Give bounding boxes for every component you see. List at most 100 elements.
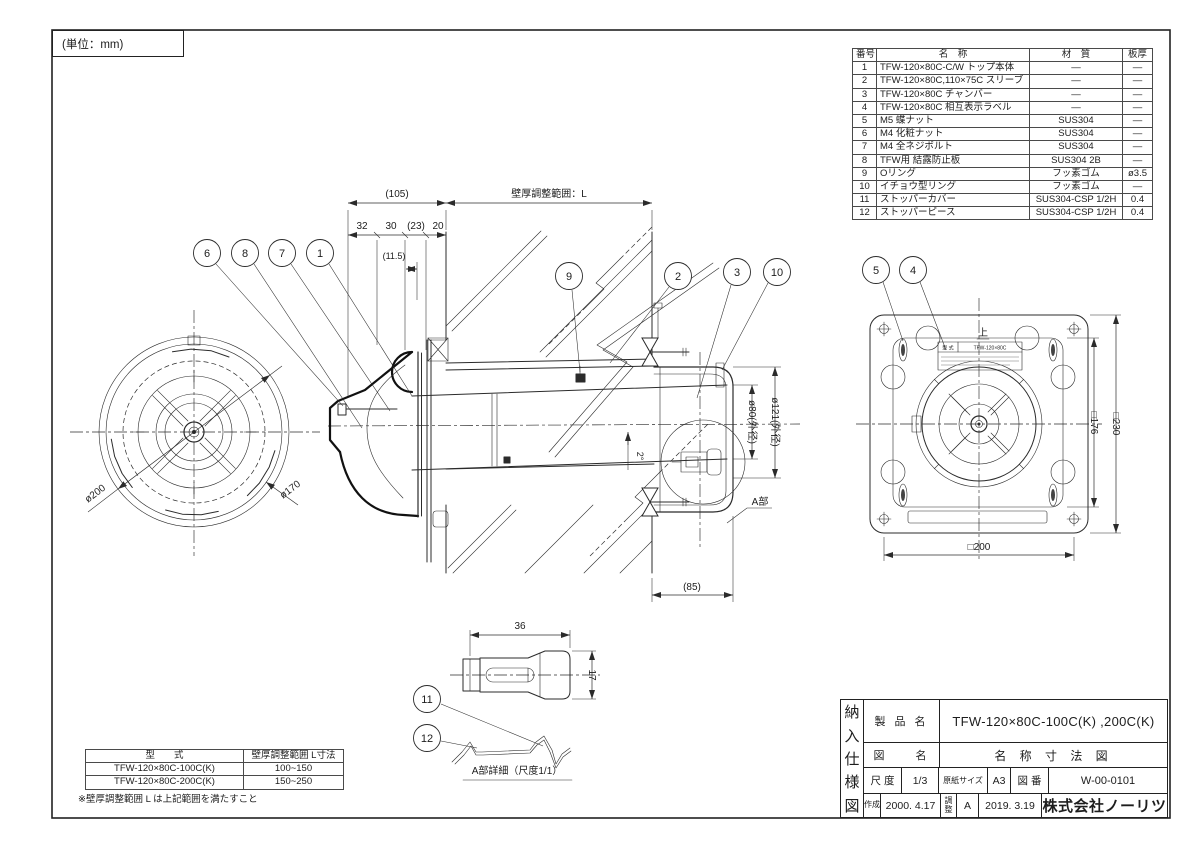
table-cell: 4 — [852, 100, 877, 115]
table-cell: SUS304 2B — [1029, 153, 1123, 168]
svg-text:8: 8 — [242, 248, 248, 260]
table-row: TFW-120×80C-200C(K)150~250 — [85, 775, 344, 790]
dim-20: 20 — [432, 221, 444, 232]
dates-row: 作成 2000. 4.17 調整 A 2019. 3.19 株式会社ノーリツ — [864, 794, 1167, 817]
break-lines — [548, 226, 720, 557]
table-cell: ― — [1029, 61, 1123, 76]
table-cell: 3 — [852, 87, 877, 102]
dim-dia170: ø170 — [278, 478, 303, 501]
svg-text:4: 4 — [910, 265, 916, 277]
table-cell: 12 — [852, 206, 877, 221]
fig-no-label: 図 番 — [1011, 768, 1049, 793]
dim-dia121: ø121(外径) — [769, 397, 782, 446]
dim-sq200: □200 — [968, 542, 991, 553]
table-cell: 0.4 — [1122, 206, 1153, 221]
table-row: TFW-120×80C-100C(K)100~150 — [85, 762, 344, 777]
flange-section — [427, 337, 449, 362]
col-thickness: 板厚 — [1122, 47, 1153, 63]
table-cell: 9 — [852, 166, 877, 181]
created-label: 作成 — [864, 794, 881, 817]
table-cell: ― — [1122, 74, 1153, 89]
svg-text:5: 5 — [873, 265, 879, 277]
product-label: 製 品 名 — [864, 700, 940, 742]
table-cell: ― — [1122, 61, 1153, 76]
doc-char: 仕 — [844, 750, 860, 768]
doc-type-vertical: 納 入 仕 様 図 — [841, 700, 864, 817]
adjusted-rev: A — [957, 794, 979, 817]
svg-text:10: 10 — [771, 267, 783, 279]
table-cell: M4 全ネジボルト — [876, 140, 1030, 155]
label-a-part: A部 — [752, 495, 769, 508]
dim-wall-range: 壁厚調整範囲：L — [511, 187, 587, 200]
table-cell: 2 — [852, 74, 877, 89]
col-number: 番号 — [852, 47, 877, 63]
detail-a-view: 36 17 A部詳細（尺度1/1） — [450, 621, 600, 781]
table-cell: TFW-120×80C,110×75C スリーブ — [876, 74, 1030, 89]
dim-36: 36 — [514, 621, 526, 632]
table-cell: SUS304 — [1029, 140, 1123, 155]
svg-text:3: 3 — [734, 267, 740, 279]
corner-screws — [876, 321, 1082, 527]
table-cell: ø3.5 — [1122, 166, 1153, 181]
table-cell: フッ素ゴム — [1029, 166, 1123, 181]
balloon-2: 2 — [609, 262, 692, 364]
doc-char: 入 — [844, 727, 860, 745]
dim-32: 32 — [356, 221, 368, 232]
ginkgo-ring-pin — [715, 362, 725, 388]
table-cell: ― — [1122, 179, 1153, 195]
table-cell: TFW-120×80C チャンバー — [876, 87, 1030, 102]
table-cell: 0.4 — [1122, 193, 1153, 208]
table-cell: SUS304-CSP 1/2H — [1029, 193, 1123, 208]
inner-plate — [892, 337, 1064, 508]
model-note: ※壁厚調整範囲 L は上記範囲を満たすこと — [78, 794, 258, 805]
doc-char: 図 — [844, 797, 860, 815]
model-table: 型 式 壁厚調整範囲 L寸法 TFW-120×80C-100C(K)100~15… — [85, 748, 344, 790]
chamber — [653, 352, 746, 548]
col-range: 壁厚調整範囲 L寸法 — [243, 748, 344, 764]
drawing-name-row: 図 名 名 称 寸 法 図 — [864, 743, 1167, 768]
dim-sq230: □230 — [1110, 413, 1121, 436]
dim-30: 30 — [385, 221, 397, 232]
fig-no-value: W-00-0101 — [1080, 774, 1136, 787]
table-cell: ― — [1122, 153, 1153, 168]
rear-view: 型 式 TFW-120×80C 上 □176 □230 □200 — [856, 298, 1121, 561]
drawing-name-value: 名 称 寸 法 図 — [994, 748, 1113, 763]
outer-plate — [869, 314, 1089, 534]
company-logo: 株式会社ノーリツ — [1042, 798, 1167, 815]
rating-label: 型 式 TFW-120×80C — [937, 341, 1023, 371]
dim-23: (23) — [407, 221, 425, 232]
section-dimensions: (105) 壁厚調整範囲：L 32 30 (23) 20 (11.5) (85)… — [347, 187, 782, 602]
col-name: 名 称 — [876, 47, 1030, 63]
table-cell: ― — [1029, 100, 1123, 115]
scale-label: 尺 度 — [864, 768, 902, 793]
table-cell: 5 — [852, 113, 877, 129]
svg-text:1: 1 — [317, 248, 323, 260]
table-cell: TFW-120×80C 相互表示ラベル — [876, 100, 1030, 115]
balloon-12: 12 — [413, 724, 478, 752]
table-cell: フッ素ゴム — [1029, 179, 1123, 195]
dim-11-5: (11.5) — [383, 251, 406, 261]
product-value: TFW-120×80C-100C(K) ,200C(K) — [952, 713, 1155, 729]
model-header-row: 型 式 壁厚調整範囲 L寸法 — [85, 748, 344, 764]
table-cell: 6 — [852, 127, 877, 142]
scale-row: 尺 度 1/3 原紙サイズ A3 図 番 W-00-0101 — [864, 768, 1167, 794]
dim-dia200: ø200 — [83, 482, 108, 505]
up-mark: 上 — [978, 327, 988, 339]
created-date: 2000. 4.17 — [881, 794, 941, 817]
dim-2deg: 2° — [635, 452, 645, 461]
doc-char: 様 — [844, 774, 860, 792]
wing-nut-bottom — [641, 487, 690, 517]
table-cell: ― — [1029, 74, 1123, 89]
table-cell: ― — [1122, 140, 1153, 155]
svg-text:6: 6 — [204, 248, 210, 260]
svg-text:2: 2 — [675, 271, 681, 283]
svg-text:7: 7 — [279, 248, 285, 260]
